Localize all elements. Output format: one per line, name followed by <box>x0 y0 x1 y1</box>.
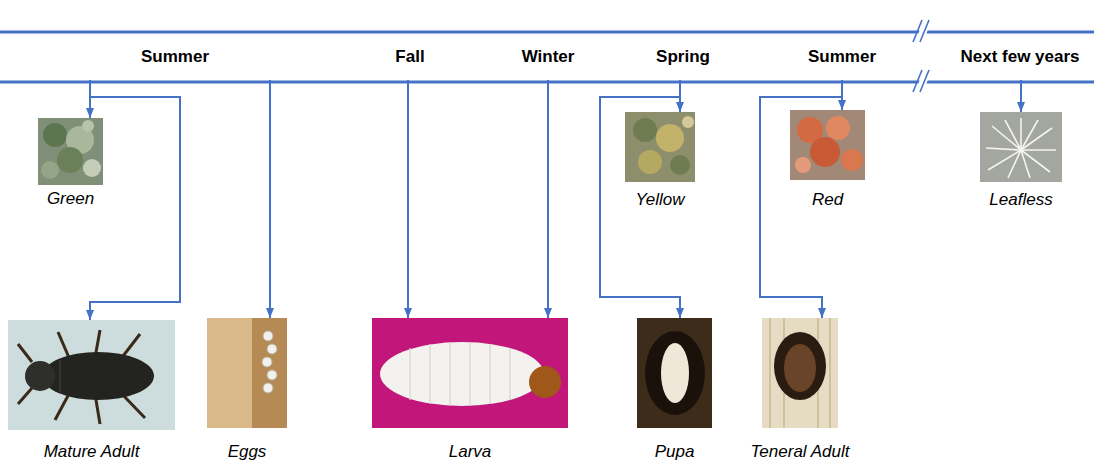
tree-photo <box>790 110 865 180</box>
beetle-photo <box>8 320 175 430</box>
stage-picture: Red <box>790 110 865 210</box>
pupa-photo <box>637 318 712 428</box>
season-box: Spring <box>630 34 736 80</box>
season-label: Summer <box>808 47 876 67</box>
timeline-arrow <box>547 80 549 318</box>
stage-caption: Eggs <box>207 442 287 462</box>
season-label: Spring <box>656 47 710 67</box>
season-box: Next few years <box>948 34 1092 80</box>
tree-photo <box>980 112 1062 182</box>
timeline-arrow <box>90 80 180 320</box>
season-label: Winter <box>522 47 575 67</box>
stage-caption: Pupa <box>637 442 712 462</box>
season-box: Winter <box>500 34 596 80</box>
stage-caption: Mature Adult <box>8 442 175 462</box>
stage-caption: Leafless <box>980 190 1062 210</box>
stage-picture: Eggs <box>207 318 287 462</box>
tree-photo <box>625 112 695 182</box>
stage-picture: Larva <box>372 318 568 462</box>
teneral-photo <box>762 318 838 428</box>
break-gap <box>916 24 930 40</box>
stage-picture: Leafless <box>980 112 1062 210</box>
season-label: Summer <box>141 47 209 67</box>
season-box: Summer <box>772 34 912 80</box>
stage-picture: Teneral Adult <box>748 318 853 462</box>
break-mark <box>913 20 929 92</box>
season-label: Fall <box>395 47 424 67</box>
stage-caption: Larva <box>372 442 568 462</box>
break-gap <box>916 74 930 90</box>
eggs-photo <box>207 318 287 428</box>
stage-caption: Red <box>790 190 865 210</box>
stage-caption: Teneral Adult <box>748 442 853 462</box>
tree-photo <box>38 118 103 185</box>
stage-picture: Green <box>38 118 103 209</box>
timeline-arrow <box>269 80 271 318</box>
timeline-arrow <box>407 80 409 318</box>
band-line <box>0 31 1094 34</box>
larva-photo <box>372 318 568 428</box>
stage-picture: Mature Adult <box>8 320 175 462</box>
stage-picture: Yellow <box>625 112 695 210</box>
season-box: Summer <box>60 34 290 80</box>
season-label: Next few years <box>960 47 1079 67</box>
stage-caption: Green <box>38 189 103 209</box>
timeline-arrow <box>1020 80 1022 112</box>
stage-picture: Pupa <box>637 318 712 462</box>
stage-caption: Yellow <box>625 190 695 210</box>
season-box: Fall <box>360 34 460 80</box>
